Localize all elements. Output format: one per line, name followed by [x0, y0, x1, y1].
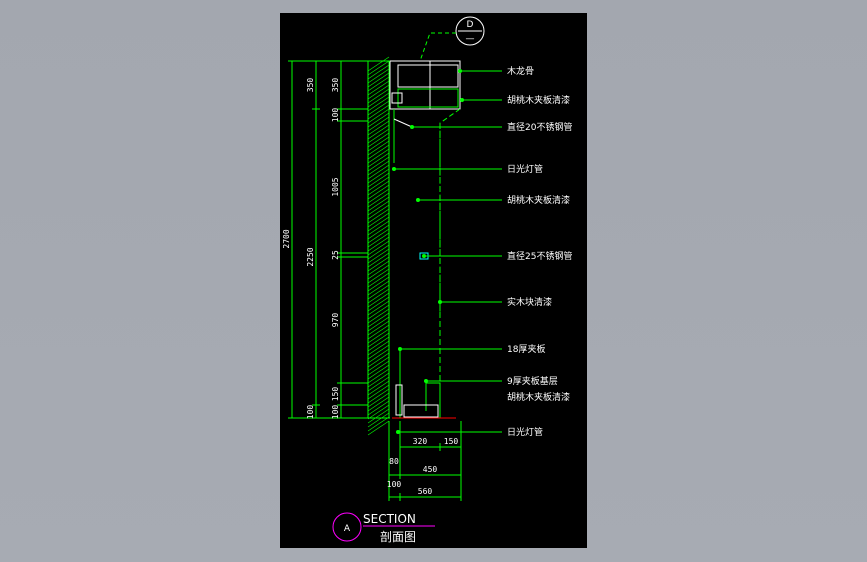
- dimension-text: 970: [331, 313, 340, 328]
- dimension-text: 2700: [282, 229, 291, 248]
- section-subtitle: 剖面图: [380, 530, 416, 544]
- callout-bottom-text: —: [466, 34, 475, 44]
- dimension-text: 320: [413, 437, 428, 446]
- callout-label: 直径25不锈钢管: [507, 250, 572, 262]
- callout-label: 9厚夹板基层: [507, 375, 558, 387]
- callout-label: 实木块清漆: [507, 296, 552, 308]
- dimension-text: 100: [306, 405, 315, 420]
- dimension-text: 25: [331, 250, 340, 260]
- dimension-text: 100: [331, 108, 340, 123]
- callout-labels: 木龙骨胡桃木夹板清漆直径20不锈钢管日光灯管胡桃木夹板清漆直径25不锈钢管实木块…: [394, 65, 572, 438]
- dimension-text: 1005: [331, 177, 340, 196]
- callout-label: 日光灯管: [507, 163, 543, 175]
- drawing-sheet: D — 木龙骨胡桃木夹板清漆直径20不锈钢管日光灯管胡桃木夹板清漆直径25不锈钢…: [280, 13, 587, 548]
- dimension-text: 100: [331, 405, 340, 420]
- callout-label: 胡桃木夹板清漆: [507, 391, 570, 403]
- dimension-text: 560: [418, 487, 433, 496]
- dimension-text: 80: [389, 457, 399, 466]
- callout-label: 胡桃木夹板清漆: [507, 94, 570, 106]
- callout-top-text: D: [467, 20, 474, 30]
- dimension-text: 100: [387, 480, 402, 489]
- section-title-block: A SECTION 剖面图: [332, 512, 435, 544]
- callout-label: 胡桃木夹板清漆: [507, 194, 570, 206]
- ceiling-box: [389, 60, 461, 313]
- dimension-text: 150: [444, 437, 459, 446]
- horizontal-dimensions: 320 150 80 450 100 560: [387, 421, 462, 501]
- dimension-text: 350: [306, 78, 315, 93]
- callout-points: [392, 69, 464, 434]
- section-mark: A: [344, 524, 351, 534]
- bottom-box: [392, 348, 456, 419]
- section-drawing: D — 木龙骨胡桃木夹板清漆直径20不锈钢管日光灯管胡桃木夹板清漆直径25不锈钢…: [282, 16, 572, 544]
- dimension-text: 2250: [306, 247, 315, 266]
- vertical-dimensions: 2700 350 2250 100 350 100 1005 25 970 150 100: [282, 60, 390, 420]
- wall-hatch: [367, 56, 390, 436]
- callout-label: 木龙骨: [507, 65, 534, 77]
- callout-label: 直径20不锈钢管: [507, 121, 572, 133]
- callout-label: 日光灯管: [507, 426, 543, 438]
- dimension-text: 150: [331, 387, 340, 402]
- section-title: SECTION: [363, 512, 416, 526]
- detail-callout: D —: [419, 16, 485, 62]
- callout-label: 18厚夹板: [507, 343, 545, 355]
- dimension-text: 450: [423, 465, 438, 474]
- dimension-text: 350: [331, 78, 340, 93]
